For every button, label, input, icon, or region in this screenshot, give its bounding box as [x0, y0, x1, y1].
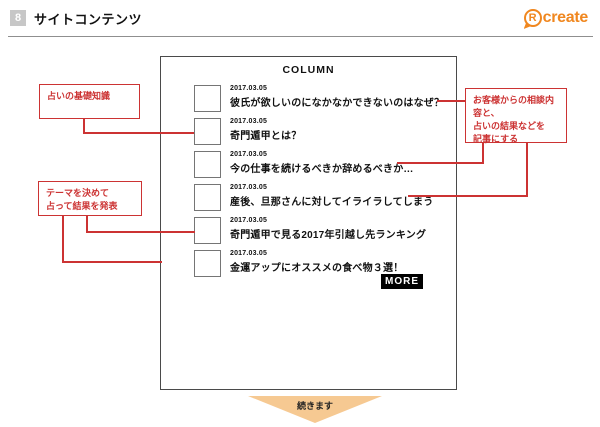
article-thumbnail-placeholder — [194, 250, 221, 277]
callout-text-line: 占いの結果などを — [473, 121, 546, 132]
callout-customer-consultation: お客様からの相談内容と、 占いの結果などを 記事にする — [465, 88, 567, 145]
callout-text-line: お客様からの相談内容と、 — [473, 95, 555, 119]
article-title: 奇門遁甲とは？ — [230, 131, 302, 142]
logo-tail-shape — [523, 22, 531, 29]
callout-text-line: 記事にする — [473, 134, 519, 145]
callout-fortune-basics: 占いの基礎知識 — [39, 84, 140, 119]
article-thumbnail-placeholder — [194, 118, 221, 145]
article-date: 2017.03.05 — [230, 184, 268, 191]
column-panel: COLUMN 2017.03.05 彼氏が欲しいのになかなかできないのはなぜ？ … — [160, 56, 457, 390]
connector-line — [526, 142, 528, 196]
continues-label: 続きます — [296, 401, 333, 411]
article-title: 産後、旦那さんに対してイライラしてしまう — [230, 197, 434, 208]
connector-line — [83, 132, 194, 134]
connector-line — [86, 231, 195, 233]
article-title: 奇門遁甲で見る2017年引越し先ランキング — [230, 230, 427, 241]
article-date: 2017.03.05 — [230, 151, 268, 158]
slide-number-badge: 8 — [10, 10, 26, 26]
article-title: 彼氏が欲しいのになかなかできないのはなぜ？ — [230, 98, 445, 109]
connector-line — [408, 195, 528, 197]
more-button[interactable]: MORE — [381, 274, 423, 289]
panel-title: COLUMN — [282, 64, 335, 76]
registered-r-icon: R — [523, 9, 542, 29]
page-title: サイトコンテンツ — [34, 12, 143, 27]
article-thumbnail-placeholder — [194, 184, 221, 211]
article-date: 2017.03.05 — [230, 217, 268, 224]
callout-theme-results: テーマを決めて 占って結果を発表 — [38, 181, 142, 216]
article-thumbnail-placeholder — [194, 151, 221, 178]
article-date: 2017.03.05 — [230, 118, 268, 125]
rcreate-logo: R create — [523, 9, 589, 29]
article-date: 2017.03.05 — [230, 85, 268, 92]
logo-r-letter: R — [528, 12, 537, 24]
callout-text-line: 占って結果を発表 — [46, 201, 118, 212]
article-thumbnail-placeholder — [194, 85, 221, 112]
logo-wordmark: create — [542, 9, 589, 26]
article-title: 今の仕事を続けるべきか辞めるべきか… — [230, 164, 414, 175]
connector-line — [482, 142, 484, 163]
article-title: 金運アップにオススメの食べ物３選！ — [230, 263, 404, 274]
connector-line — [397, 162, 484, 164]
connector-line — [83, 118, 85, 133]
article-thumbnail-placeholder — [194, 217, 221, 244]
connector-line — [62, 215, 64, 262]
connector-line — [437, 100, 466, 102]
callout-text-line: 占いの基礎知識 — [47, 91, 111, 101]
connector-line — [62, 261, 162, 263]
callout-text-line: テーマを決めて — [46, 188, 110, 198]
article-date: 2017.03.05 — [230, 250, 268, 257]
header-divider — [8, 36, 593, 37]
connector-line — [86, 215, 88, 232]
